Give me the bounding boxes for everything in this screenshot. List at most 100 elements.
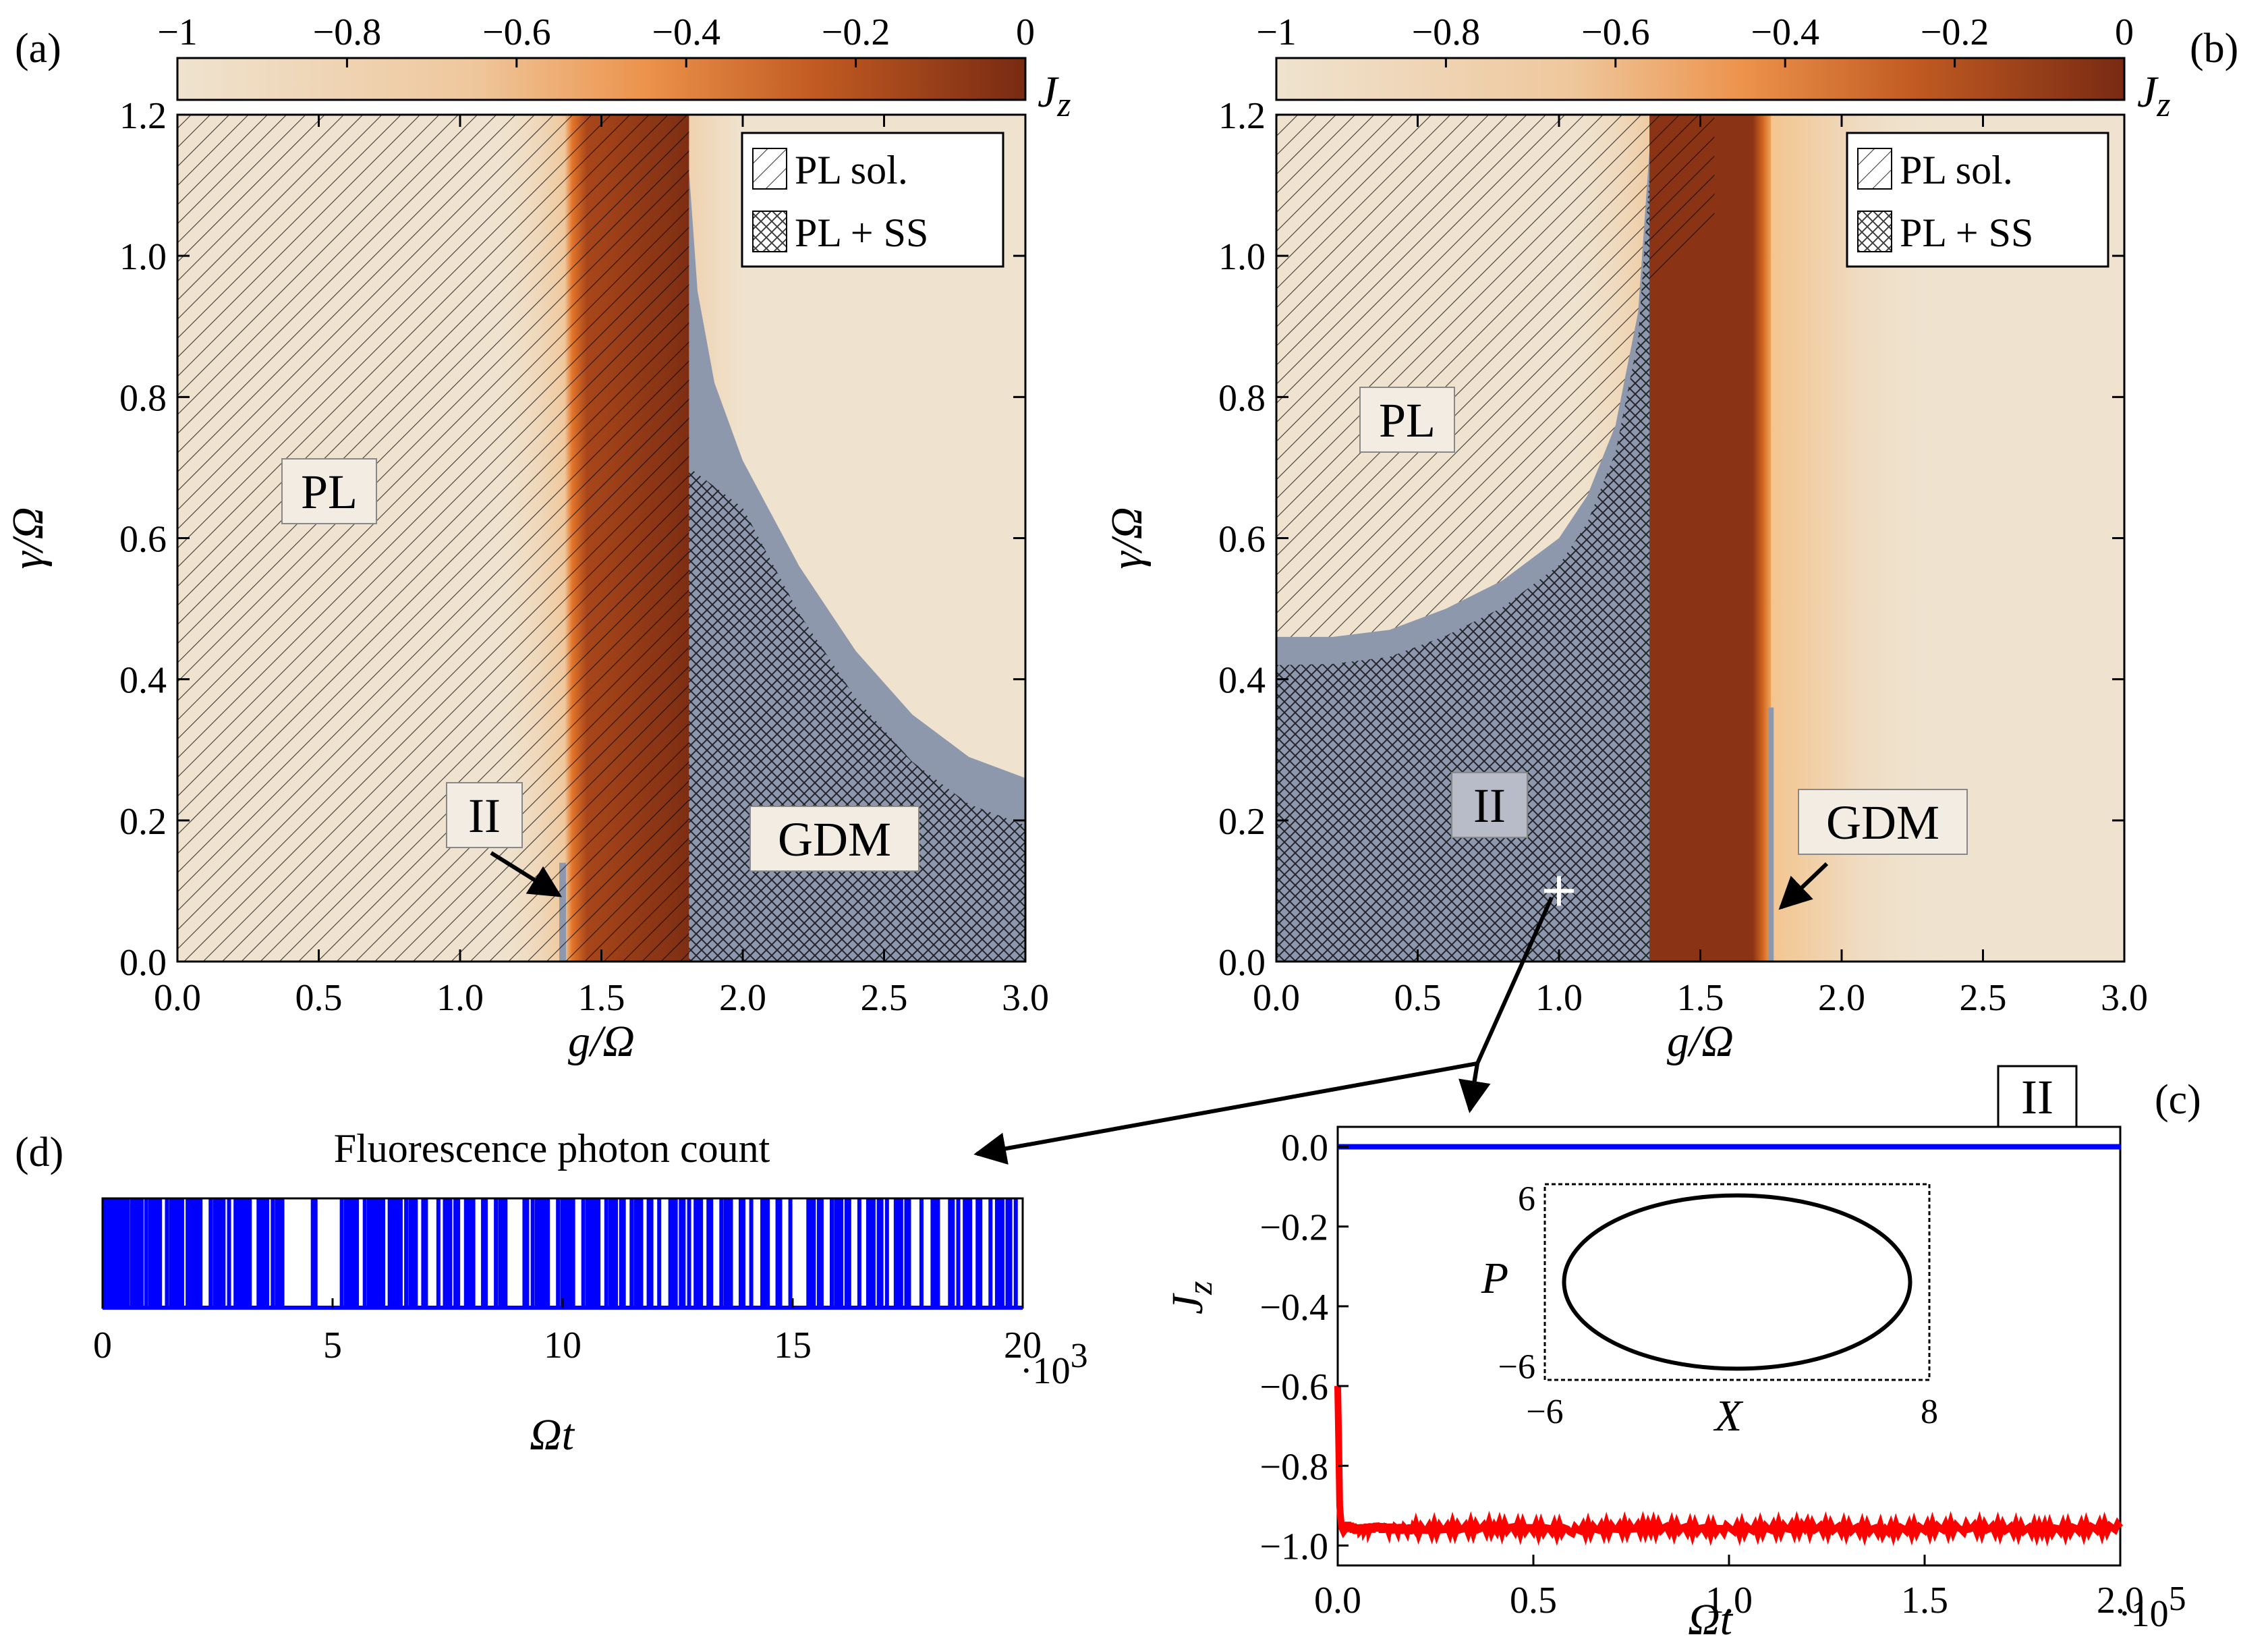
y-tick-label: −1.0 bbox=[1259, 1526, 1328, 1567]
x-tick-label: 1.0 bbox=[1705, 1580, 1753, 1621]
x-tick-label: 3.0 bbox=[2101, 977, 2148, 1019]
y-tick-label: 0.0 bbox=[1218, 942, 1266, 984]
legend-swatch-cross-b bbox=[1857, 211, 1892, 252]
photon-event-bar bbox=[481, 1198, 488, 1308]
photon-event-bar bbox=[646, 1198, 654, 1308]
panel-label-a: (a) bbox=[15, 26, 61, 72]
photon-event-bar bbox=[177, 1198, 184, 1308]
photon-event-bar bbox=[362, 1198, 367, 1308]
panel-label-b: (b) bbox=[2190, 26, 2238, 72]
photon-event-bar bbox=[352, 1198, 360, 1308]
inset-frame bbox=[1543, 1183, 1931, 1381]
photon-event-bar bbox=[421, 1198, 428, 1308]
xlabel-d: Ωt bbox=[530, 1410, 575, 1460]
photon-event-bar bbox=[165, 1198, 169, 1308]
x-tick-label: 15 bbox=[774, 1325, 812, 1366]
region-label-pl-b: PL bbox=[1359, 387, 1455, 453]
photon-event-bar bbox=[844, 1198, 851, 1308]
region-label-pl-a: PL bbox=[281, 458, 377, 524]
x-tick-label: 10 bbox=[544, 1325, 582, 1366]
photon-event-bar bbox=[706, 1198, 714, 1308]
legend-item-a-1: PL + SS bbox=[795, 211, 928, 255]
legend-swatch-hatch-b bbox=[1857, 148, 1892, 190]
region-label-ii-a: II bbox=[446, 782, 523, 848]
photon-event-bar bbox=[395, 1198, 403, 1308]
photon-event-bar bbox=[125, 1198, 130, 1308]
ylabel-c: Jz bbox=[1163, 1281, 1220, 1314]
legend-swatch-hatch-a bbox=[752, 148, 787, 190]
photon-event-bar bbox=[629, 1198, 634, 1308]
colorbar-tick-label: −0.8 bbox=[313, 11, 382, 53]
photon-event-bar bbox=[738, 1198, 745, 1308]
series-c bbox=[1334, 1144, 2124, 1547]
title-d: Fluorescence photon count bbox=[334, 1126, 770, 1171]
legend-item-a-0: PL sol. bbox=[795, 148, 908, 192]
legend-swatch-cross-a bbox=[752, 211, 787, 252]
colorbar-label-a: Jz bbox=[1038, 67, 1071, 124]
photon-event-bar bbox=[144, 1198, 148, 1308]
photon-event-bar bbox=[719, 1198, 724, 1308]
photon-event-bar bbox=[465, 1198, 476, 1308]
photon-event-bar bbox=[530, 1198, 535, 1308]
photon-event-bar bbox=[749, 1198, 754, 1308]
legend-item-b-1: PL + SS bbox=[1900, 211, 2033, 255]
x-tick-label: 2.0 bbox=[1818, 977, 1865, 1019]
colorbar-tick-label: −0.2 bbox=[1921, 11, 1989, 53]
x-tick-label: 20 bbox=[1004, 1325, 1042, 1366]
x-tick-label: 2.0 bbox=[719, 977, 766, 1019]
photon-event-bar bbox=[994, 1198, 1004, 1308]
photon-event-bar bbox=[919, 1198, 924, 1308]
colorbar-tick-label: −0.6 bbox=[1581, 11, 1650, 53]
colorbar-tick-label: −1 bbox=[1256, 11, 1297, 53]
y-tick-label: 0.8 bbox=[119, 377, 167, 419]
hatch-pl-a bbox=[177, 115, 689, 962]
photon-events-d bbox=[103, 1198, 1018, 1308]
x-tick-label: 2.0 bbox=[2097, 1580, 2144, 1621]
x-tick-label: 0.5 bbox=[1394, 977, 1442, 1019]
photon-event-bar bbox=[366, 1198, 376, 1308]
photon-event-bar bbox=[119, 1198, 127, 1308]
y-axis-label: γ/Ω bbox=[1102, 507, 1152, 569]
photon-event-bar bbox=[522, 1198, 530, 1308]
hatch-pl-b bbox=[1276, 115, 1715, 637]
svg-text:GDM: GDM bbox=[1826, 796, 1939, 850]
x-tick-label: 0.5 bbox=[1510, 1580, 1557, 1621]
panel-label-d: (d) bbox=[15, 1130, 63, 1175]
x-tick-label: 1.5 bbox=[1677, 977, 1724, 1019]
photon-event-bar bbox=[233, 1198, 244, 1308]
photon-event-bar bbox=[1005, 1198, 1013, 1308]
photon-event-bar bbox=[103, 1198, 110, 1308]
photon-event-bar bbox=[788, 1198, 793, 1308]
x-tick-label: 3.0 bbox=[1002, 977, 1049, 1019]
photon-event-bar bbox=[436, 1198, 441, 1308]
y-tick-label: 1.0 bbox=[119, 236, 167, 278]
x-tick-label: 5 bbox=[323, 1325, 342, 1366]
x-axis-label: g/Ω bbox=[1667, 1017, 1734, 1066]
x-multiplier-c: ·105 bbox=[2118, 1580, 2186, 1635]
y-tick-label: 0.2 bbox=[1218, 801, 1266, 843]
photon-event-bar bbox=[219, 1198, 226, 1308]
photon-event-bar bbox=[404, 1198, 409, 1308]
arrow-ii-a bbox=[490, 851, 563, 897]
x-axis-label: g/Ω bbox=[568, 1017, 635, 1066]
photon-event-bar bbox=[693, 1198, 704, 1308]
arrow-to-c bbox=[1458, 1063, 1491, 1113]
arrow-gdm-b bbox=[1778, 862, 1829, 910]
photon-event-bar bbox=[806, 1198, 816, 1308]
svg-text:II: II bbox=[468, 789, 501, 843]
x-tick-label: 1.0 bbox=[436, 977, 484, 1019]
photon-event-bar bbox=[568, 1198, 575, 1308]
photon-event-bar bbox=[668, 1198, 678, 1308]
photon-event-bar bbox=[111, 1198, 121, 1308]
photon-event-bar bbox=[975, 1198, 983, 1308]
region-label-gdm-a: GDM bbox=[749, 806, 919, 872]
photon-event-bar bbox=[310, 1198, 318, 1308]
y-tick-label: 0.2 bbox=[119, 801, 167, 843]
crosshatch-b bbox=[1276, 177, 1650, 962]
